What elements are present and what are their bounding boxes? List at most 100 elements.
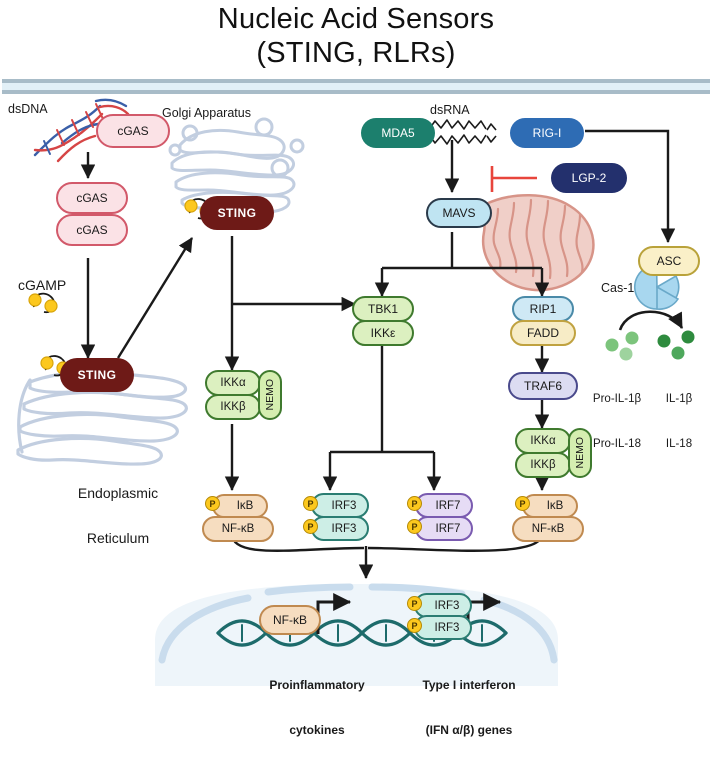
node-nemo-right[interactable]: NEMO	[568, 428, 592, 478]
node-asc[interactable]: ASC	[638, 246, 700, 276]
node-ikk-beta-left[interactable]: IKKβ	[205, 394, 261, 420]
node-cgas-dimer-upper[interactable]: cGAS	[56, 182, 128, 214]
node-ikk-alpha-left[interactable]: IKKα	[205, 370, 261, 396]
node-irf3-nucleus-lower[interactable]: IRF3	[414, 615, 472, 640]
node-label: MAVS	[442, 206, 476, 220]
phospho-mark-irf3-b: P	[303, 519, 318, 534]
node-label: MDA5	[381, 126, 415, 140]
title-line-2: (STING, RLRs)	[256, 37, 456, 69]
arrow-cas1-cleavage	[618, 310, 684, 331]
phospho-mark-irf7-b: P	[407, 519, 422, 534]
node-cgas-top[interactable]: cGAS	[96, 114, 170, 148]
node-nfkb-nucleus[interactable]: NF-κB	[259, 605, 321, 635]
node-ikk-epsilon[interactable]: IKKε	[352, 320, 414, 346]
node-lgp-2[interactable]: LGP-2	[551, 163, 627, 193]
node-rip1[interactable]: RIP1	[512, 296, 574, 322]
node-label: IRF7	[435, 499, 461, 512]
label-dsdna: dsDNA	[8, 102, 48, 116]
node-label: IκB	[546, 500, 564, 512]
mitochondrion-shape	[481, 194, 595, 292]
label-pro-interleukins: Pro-IL-1β Pro-IL-18	[592, 393, 642, 450]
node-label: cGAS	[117, 124, 149, 138]
node-tbk1[interactable]: TBK1	[352, 296, 414, 322]
label-golgi-apparatus: Golgi Apparatus	[162, 106, 251, 120]
node-mda5[interactable]: MDA5	[361, 118, 435, 148]
node-label: NF-κB	[531, 523, 565, 535]
node-label: IRF3	[434, 621, 460, 634]
phospho-mark-ikb-right: P	[515, 496, 530, 511]
label-cgamp: cGAMP	[18, 277, 67, 293]
node-label: cGAS	[76, 223, 108, 237]
pro-il-molecules	[605, 331, 639, 361]
label-endoplasmic-reticulum: Endoplasmic Reticulum	[77, 485, 159, 546]
lgp2-inhibition-arrow	[490, 166, 537, 192]
arrow-sting-er-to-golgi	[116, 237, 194, 359]
phospho-mark-irf7-a: P	[407, 496, 422, 511]
phospho-mark-ikb-left: P	[205, 496, 220, 511]
node-label: TRAF6	[523, 379, 562, 393]
node-nfkb-left[interactable]: NF-κB	[202, 516, 274, 542]
node-label: IKKβ	[220, 401, 246, 413]
title-line-1: Nucleic Acid Sensors	[217, 3, 495, 35]
mature-il-molecules	[657, 330, 695, 360]
node-nemo-left[interactable]: NEMO	[258, 370, 282, 420]
label-cas1: Cas-1	[601, 281, 635, 295]
node-irf3-nucleus-upper[interactable]: IRF3	[414, 593, 472, 618]
node-label: NF-κB	[221, 523, 255, 535]
node-label: LGP-2	[571, 171, 607, 185]
node-mavs[interactable]: MAVS	[426, 198, 492, 228]
node-sting-golgi[interactable]: STING	[200, 196, 274, 230]
node-label: RIG-I	[532, 126, 562, 140]
phospho-mark-nuc-irf3-b: P	[407, 618, 422, 633]
node-fadd[interactable]: FADD	[510, 320, 576, 346]
pathway-arrows	[80, 129, 684, 634]
node-label: STING	[77, 368, 117, 382]
node-label: IRF7	[435, 522, 461, 535]
arrow-tbk1-split	[330, 344, 434, 454]
phospho-mark-nuc-irf3-a: P	[407, 596, 422, 611]
node-label: STING	[217, 206, 257, 220]
node-traf6[interactable]: TRAF6	[508, 372, 578, 400]
node-label: NEMO	[264, 379, 276, 411]
node-irf3-upper[interactable]: IRF3	[311, 493, 369, 518]
node-label: IKKα	[220, 377, 246, 389]
node-rig-i[interactable]: RIG-I	[510, 118, 584, 148]
arrow-mavs-split	[382, 232, 542, 270]
phospho-mark-irf3-a: P	[303, 496, 318, 511]
node-irf7-upper[interactable]: IRF7	[415, 493, 473, 518]
node-label: IκB	[236, 500, 254, 512]
node-label: IRF3	[331, 522, 357, 535]
node-label: ASC	[656, 254, 682, 268]
node-label: IKKε	[370, 326, 396, 340]
node-ikk-beta-right[interactable]: IKKβ	[515, 452, 571, 478]
pathway-nodes: dsDNA Golgi Apparatus dsRNA cGAMP Endopl…	[8, 102, 700, 737]
arrow-rigi-to-asc	[585, 129, 676, 243]
node-ikb-left[interactable]: IκB	[212, 494, 268, 518]
label-type-i-interferon-genes: Type I interferon (IFN α/β) genes	[422, 678, 516, 737]
node-label: FADD	[526, 326, 559, 340]
node-label: cGAS	[76, 191, 108, 205]
node-label: IKKβ	[530, 459, 556, 471]
page-title: Nucleic Acid Sensors (STING, RLRs)	[0, 2, 712, 70]
plasma-membrane	[2, 79, 710, 94]
node-irf7-lower[interactable]: IRF7	[415, 516, 473, 541]
dsdna-helix	[33, 98, 130, 163]
node-nfkb-right[interactable]: NF-κB	[512, 516, 584, 542]
node-ikb-right[interactable]: IκB	[522, 494, 578, 518]
node-label: RIP1	[529, 302, 557, 316]
node-label: IRF3	[434, 599, 460, 612]
node-label: NEMO	[574, 437, 586, 469]
node-label: IRF3	[331, 499, 357, 512]
cgamp-molecule	[28, 292, 58, 314]
label-dsrna: dsRNA	[430, 103, 470, 117]
node-label: NF-κB	[273, 613, 307, 627]
node-irf3-lower[interactable]: IRF3	[311, 516, 369, 541]
node-sting-er[interactable]: STING	[60, 358, 134, 392]
golgi-apparatus-shape	[168, 117, 305, 214]
pathway-diagram: Nucleic Acid Sensors (STING, RLRs)	[0, 2, 712, 737]
node-label: TBK1	[367, 302, 398, 316]
node-cgas-dimer-lower[interactable]: cGAS	[56, 214, 128, 246]
label-mature-interleukins: IL-1β IL-18	[665, 393, 693, 450]
node-label: IKKα	[530, 435, 556, 447]
node-ikk-alpha-right[interactable]: IKKα	[515, 428, 571, 454]
